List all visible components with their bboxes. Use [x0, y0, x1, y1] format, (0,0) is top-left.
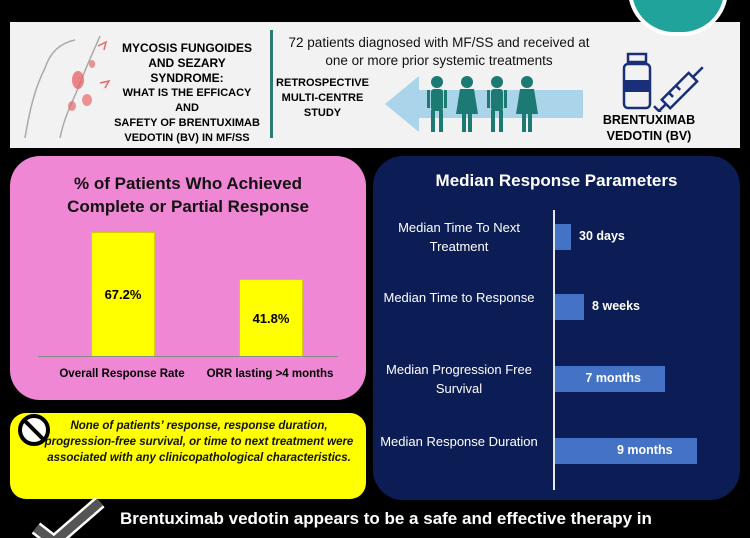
- param-bar: [555, 294, 585, 320]
- param-value: 7 months: [585, 371, 641, 385]
- conclusion-text: Brentuximab vedotin appears to be a safe…: [120, 509, 652, 528]
- question-line: SAFETY OF BRENTUXIMAB: [114, 117, 260, 129]
- research-question: MYCOSIS FUNGOIDES AND SEZARY SYNDROME: W…: [112, 41, 262, 161]
- checkmark-icon: [31, 498, 105, 538]
- vial-syringe-icon: [622, 52, 704, 112]
- param-bar: [555, 366, 666, 392]
- study-type: RETROSPECTIVE MULTI-CENTRE STUDY: [275, 76, 370, 121]
- param-label: Median Response Duration: [380, 434, 538, 449]
- response-bar-label: 67.2%: [104, 287, 142, 303]
- note-text: None of patients’ response, response dur…: [44, 420, 354, 464]
- study-type-line: MULTI-CENTRE: [281, 92, 364, 104]
- param-bar: [555, 224, 571, 250]
- response-category-label: ORR lasting >4 months: [206, 368, 334, 380]
- response-bar: 67.2%: [91, 231, 155, 358]
- param-bar: [555, 438, 697, 464]
- param-label: Median Progression Free Survival: [386, 362, 532, 396]
- drug-label-line: BRENTUXIMAB: [602, 113, 696, 127]
- params-panel-title: Median Response Parameters: [435, 171, 678, 190]
- study-type-line: RETROSPECTIVE: [276, 77, 369, 89]
- note-box: [10, 413, 366, 499]
- divider: [270, 30, 273, 138]
- param-label: Median Time To Next Treatment: [398, 220, 520, 254]
- chart-baseline: [38, 356, 338, 357]
- param-value: 30 days: [579, 229, 625, 243]
- title-line: Complete or Partial Response: [67, 197, 309, 216]
- question-line: WHAT IS THE EFFICACY AND: [122, 87, 252, 114]
- question-line: MYCOSIS FUNGOIDES: [121, 41, 252, 55]
- skin-lesion-illustration: [24, 35, 111, 139]
- param-label: Median Time to Response: [383, 290, 535, 305]
- param-value: 8 weeks: [592, 299, 641, 313]
- drug-label-line: VEDOTIN (BV): [606, 129, 692, 143]
- response-bar: 41.8%: [239, 278, 303, 358]
- question-line: AND SEZARY SYNDROME:: [148, 56, 226, 85]
- response-panel: [10, 156, 366, 400]
- study-type-line: STUDY: [303, 107, 342, 119]
- param-value: 9 months: [617, 443, 673, 457]
- response-panel-title: % of Patients Who Achieved Complete or P…: [10, 172, 366, 218]
- prohibited-icon: [18, 414, 50, 446]
- header-banner: [10, 22, 740, 148]
- params-axis: [553, 210, 555, 490]
- patients-arrow-icon: [385, 76, 583, 132]
- response-bar-label: 41.8%: [252, 310, 290, 326]
- conclusion-bar: [0, 505, 750, 536]
- drug-label: BRENTUXIMAB VEDOTIN (BV): [594, 112, 704, 144]
- response-category-label: Overall Response Rate: [59, 368, 185, 380]
- question-line: VEDOTIN (BV) IN MF/SS: [124, 132, 250, 144]
- title-line: % of Patients Who Achieved: [74, 174, 302, 193]
- cohort-description: 72 patients diagnosed with MF/SS and rec…: [288, 35, 590, 68]
